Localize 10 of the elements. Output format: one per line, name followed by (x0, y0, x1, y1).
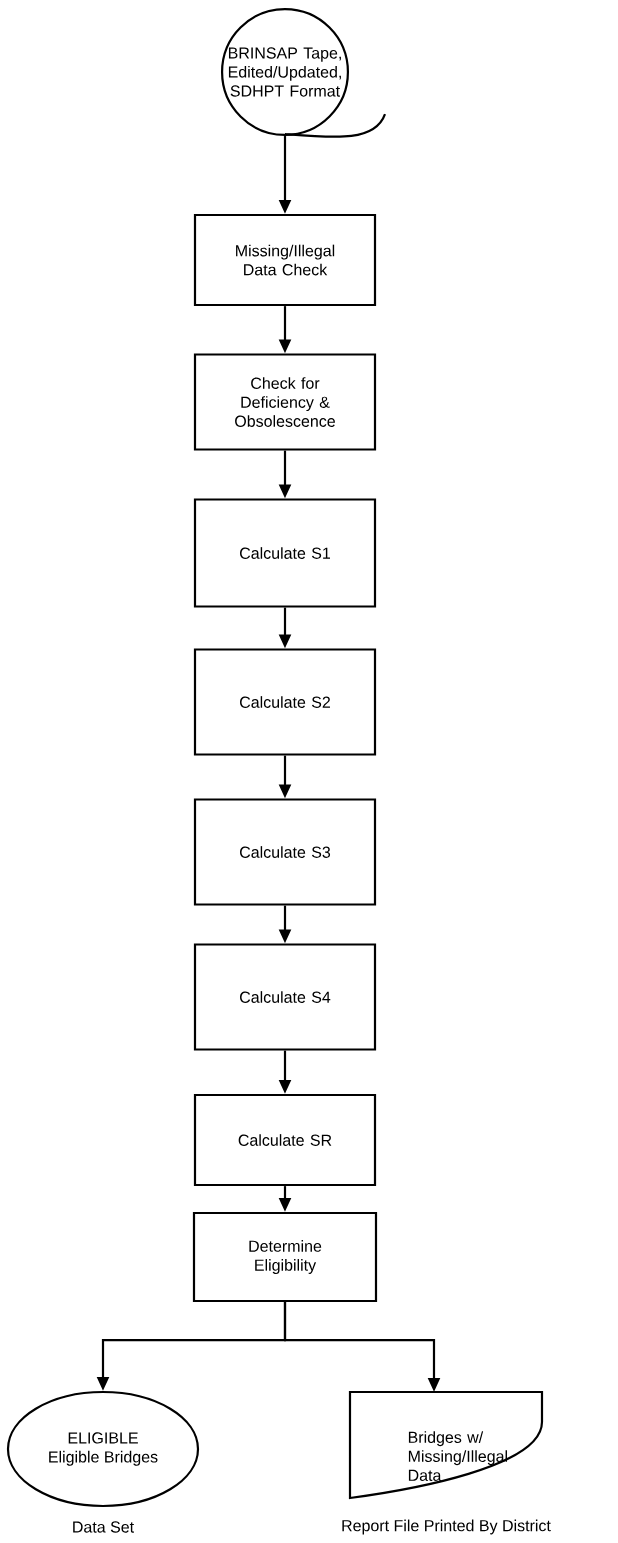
process-box: Calculate S3 (193, 798, 377, 906)
process-box: Check for Deficiency & Obsolescence (193, 353, 377, 451)
process-box: Calculate S4 (193, 943, 377, 1051)
process-box: Determine Eligibility (192, 1211, 378, 1303)
process-box: Calculate S1 (193, 498, 377, 608)
process-box: Missing/Illegal Data Check (193, 213, 377, 307)
process-box: Calculate S2 (193, 648, 377, 756)
caption-text: Report File Printed By District (342, 1519, 551, 1535)
process-box: Calculate SR (193, 1093, 377, 1187)
caption-text: Data Set (73, 1521, 134, 1533)
